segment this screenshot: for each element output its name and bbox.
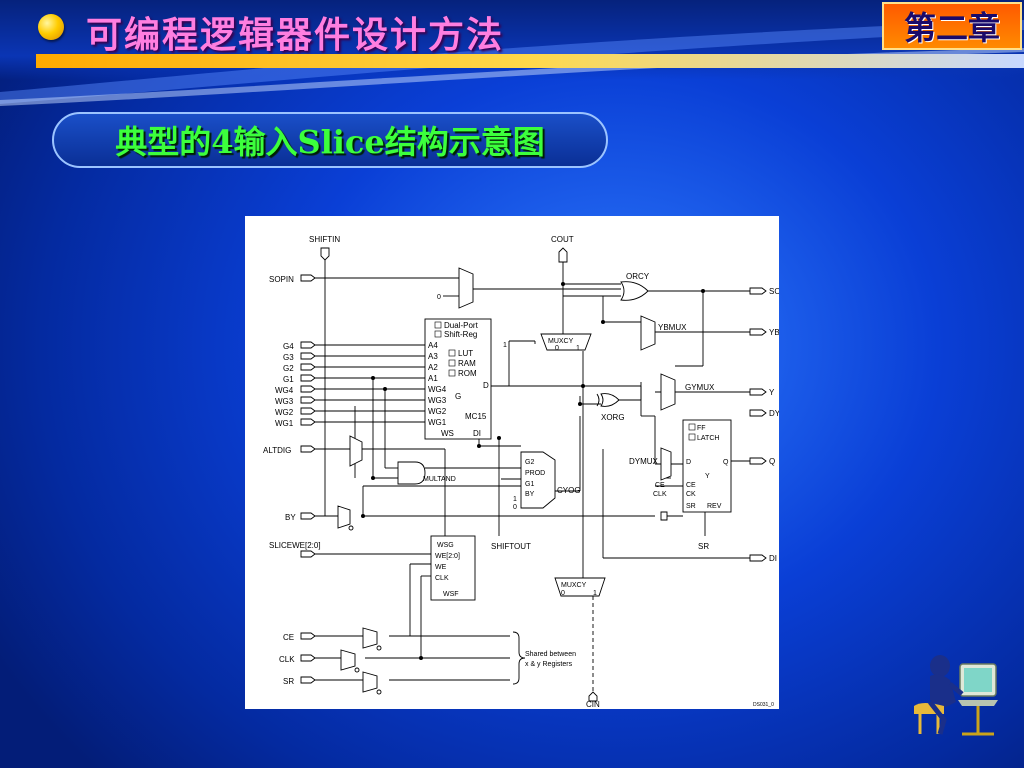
lut-wg1: WG1 — [428, 418, 447, 427]
lut-di: DI — [473, 429, 481, 438]
lut-wg3: WG3 — [428, 396, 447, 405]
label-we20: WE[2:0] — [435, 553, 460, 560]
label-ff-ck: CK — [686, 491, 696, 498]
label-orcy: ORCY — [626, 272, 650, 281]
label-wsg-clk: CLK — [435, 575, 449, 582]
label-shiftin: SHIFTIN — [309, 235, 340, 244]
chapter-badge[interactable]: 第二章 — [882, 2, 1022, 50]
lut-ws: WS — [441, 429, 454, 438]
title-underline-bar — [36, 54, 1024, 68]
lut-rom: ROM — [458, 369, 477, 378]
label-latch: LATCH — [697, 435, 719, 442]
label-muxcy-bottom-0: 0 — [561, 590, 565, 597]
label-g1: G1 — [283, 375, 294, 384]
label-shared-2: x & y Registers — [525, 661, 573, 668]
label-altdig: ALTDIG — [263, 446, 291, 455]
slice-diagram: SHIFTIN SOPIN G4 G3 G2 G1 WG4 WG3 WG2 WG… — [245, 216, 779, 709]
lut-ram: RAM — [458, 359, 476, 368]
lut-a1: A1 — [428, 374, 438, 383]
label-ff-d: D — [686, 459, 691, 466]
label-cyog-g2: G2 — [525, 459, 534, 466]
label-sopin-0: 0 — [437, 294, 441, 301]
lut-d: D — [483, 381, 489, 390]
label-ff-y: Y — [705, 473, 710, 480]
label-cin: CIN — [586, 700, 600, 709]
label-ff-ce: CE — [686, 482, 696, 489]
lut-lut: LUT — [458, 349, 473, 358]
label-ce-in: CE — [655, 482, 665, 489]
title-bullet-icon — [38, 14, 64, 40]
label-muxcy-0: 0 — [555, 345, 559, 352]
lut-wg2: WG2 — [428, 407, 447, 416]
label-ff-q: Q — [723, 459, 729, 466]
label-wsg: WSG — [437, 542, 454, 549]
label-wg3: WG3 — [275, 397, 294, 406]
computer-user-clipart-icon — [914, 655, 998, 736]
label-cyog-1: 1 — [513, 496, 517, 503]
label-g4: G4 — [283, 342, 294, 351]
chapter-label: 第二章 — [903, 9, 1000, 47]
label-sr: SR — [283, 677, 294, 686]
label-ff-sr: SR — [686, 503, 696, 510]
label-g3: G3 — [283, 353, 294, 362]
label-shared: Shared between — [525, 651, 576, 658]
label-cyog: CYOG — [557, 486, 581, 495]
label-ce: CE — [283, 633, 294, 642]
lut-shift-reg: Shift-Reg — [444, 330, 477, 339]
label-cout: COUT — [551, 235, 574, 244]
lut-a4: A4 — [428, 341, 438, 350]
label-clk-in: CLK — [653, 491, 667, 498]
label-slicewe: SLICEWE[2:0] — [269, 541, 321, 550]
slide-subtitle: 典型的4输入Slice结构示意图 — [115, 123, 545, 161]
label-muxcy-1: 1 — [576, 345, 580, 352]
lut-a3: A3 — [428, 352, 438, 361]
label-clk: CLK — [279, 655, 295, 664]
slide-title: 可编程逻辑器件设计方法 — [86, 15, 505, 56]
label-q: Q — [769, 457, 775, 466]
label-ff-rev: REV — [707, 503, 722, 510]
label-multand: MULTAND — [423, 476, 456, 483]
label-y: Y — [769, 388, 775, 397]
label-cyog-prod: PROD — [525, 470, 545, 477]
label-sr-out: SR — [698, 542, 709, 551]
decorative-swoosh — [0, 20, 1024, 106]
label-muxcy-bottom-1: 1 — [593, 590, 597, 597]
label-muxcy-sel-1: 1 — [503, 342, 507, 349]
lut-mc15: MC15 — [465, 412, 487, 421]
lut-a2: A2 — [428, 363, 438, 372]
subtitle-pill: 典型的4输入Slice结构示意图 — [52, 112, 608, 168]
label-wg2: WG2 — [275, 408, 294, 417]
label-ybmux: YBMUX — [658, 323, 687, 332]
label-gymux: GYMUX — [685, 383, 715, 392]
label-xorg: XORG — [601, 413, 625, 422]
label-cyog-g1: G1 — [525, 481, 534, 488]
label-by: BY — [285, 513, 296, 522]
label-dy: DY — [769, 409, 779, 418]
label-ds: DS031_0 — [753, 702, 774, 708]
label-wg4: WG4 — [275, 386, 294, 395]
label-yb: YB — [769, 328, 779, 337]
lut-wg4: WG4 — [428, 385, 447, 394]
label-ff: FF — [697, 425, 706, 432]
label-muxcy: MUXCY — [548, 338, 574, 345]
label-wsf: WSF — [443, 591, 459, 598]
label-cyog-by: BY — [525, 491, 535, 498]
lut-g: G — [455, 392, 461, 401]
label-wg1: WG1 — [275, 419, 294, 428]
lut-dual-port: Dual-Port — [444, 321, 479, 330]
label-cyog-0: 0 — [513, 504, 517, 511]
label-sopin: SOPIN — [269, 275, 294, 284]
label-so: SO — [769, 287, 779, 296]
label-di: DI — [769, 554, 777, 563]
label-shiftout: SHIFTOUT — [491, 542, 531, 551]
label-muxcy-bottom: MUXCY — [561, 582, 587, 589]
label-g2: G2 — [283, 364, 294, 373]
label-we: WE — [435, 564, 447, 571]
label-dymux: DYMUX — [629, 457, 659, 466]
